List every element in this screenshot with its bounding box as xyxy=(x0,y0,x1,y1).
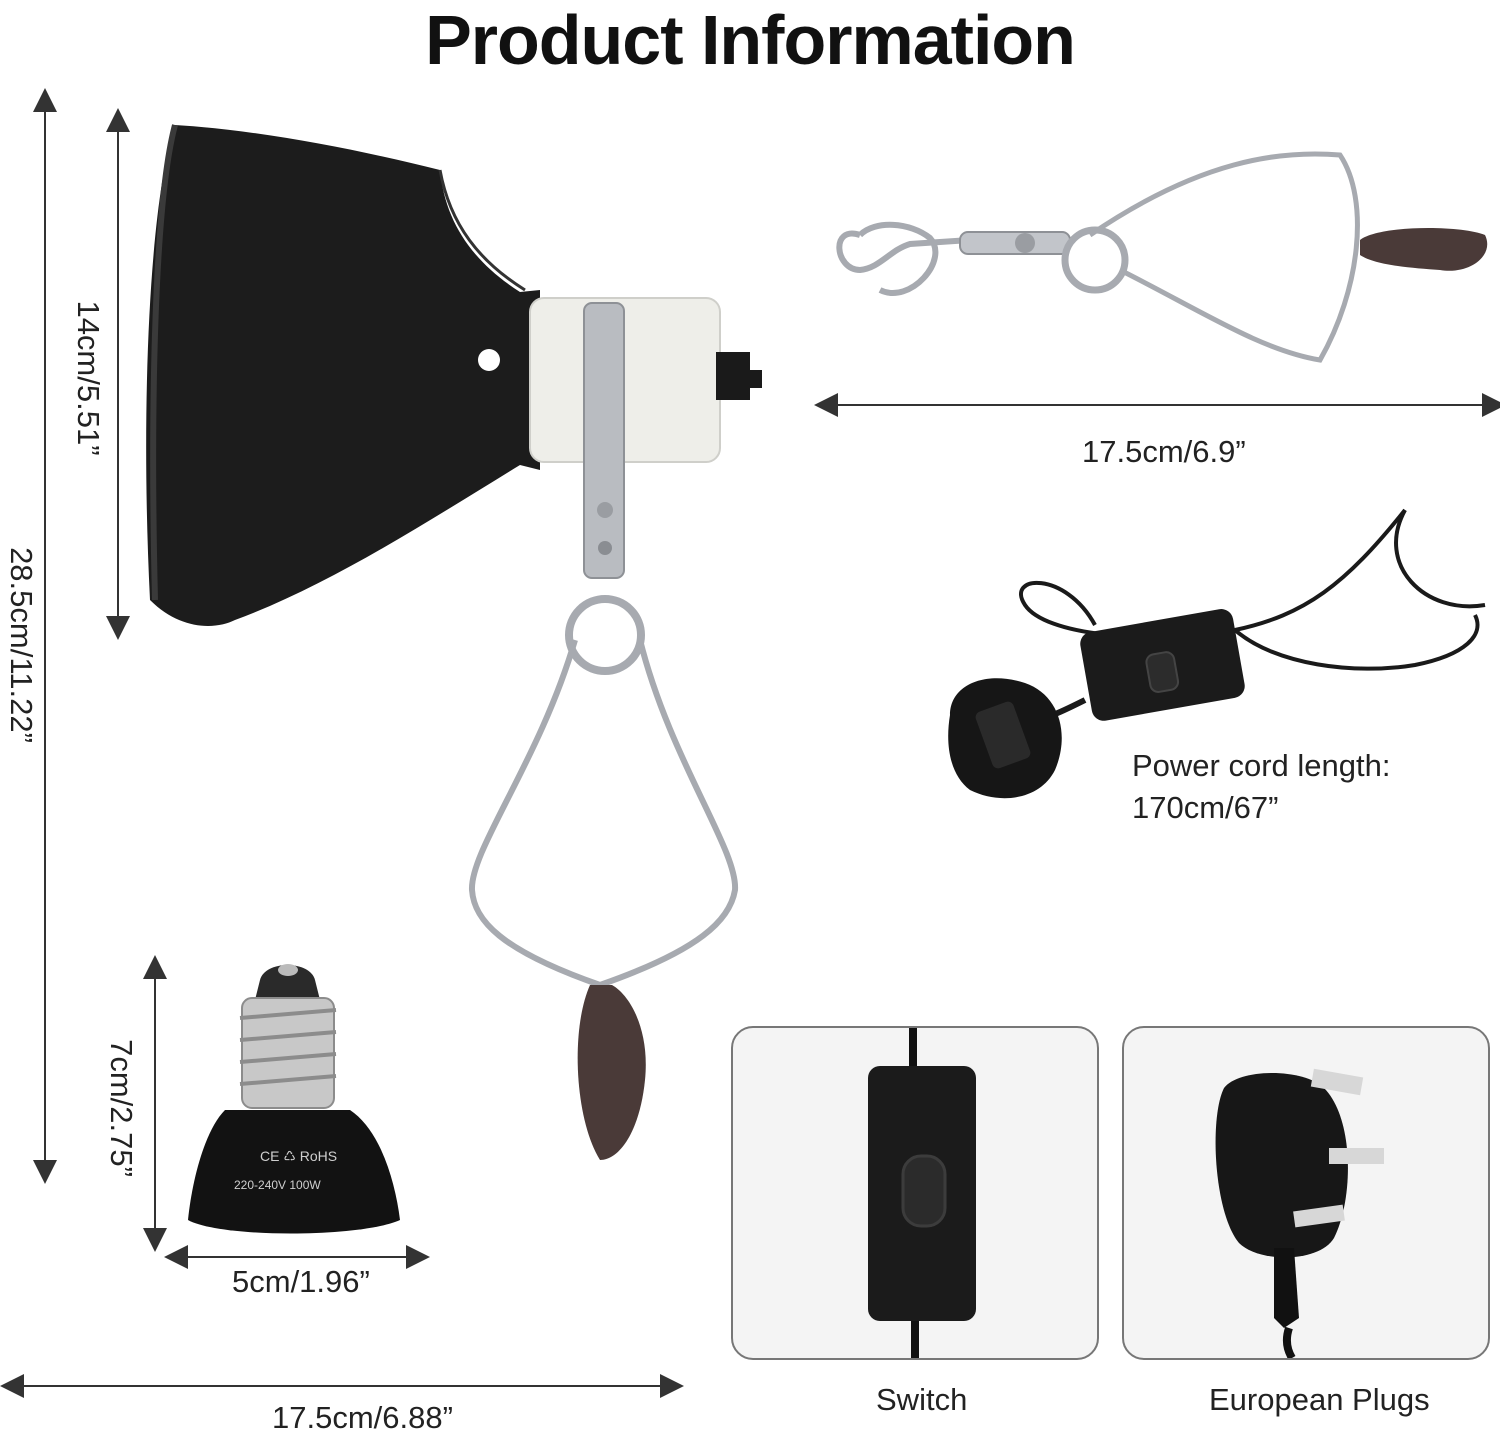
clamp-illustration xyxy=(836,151,1488,363)
power-cord-length-label: Power cord length: xyxy=(1132,748,1391,783)
bulb-width-label: 5cm/1.96” xyxy=(232,1264,370,1299)
bulb-body xyxy=(188,1110,400,1234)
power-cord-illustration xyxy=(948,508,1486,799)
metal-band xyxy=(583,302,625,579)
switch-panel xyxy=(731,1026,1099,1360)
page-title: Product Information xyxy=(425,1,1076,79)
clamp-grip xyxy=(577,985,646,1160)
lamp-shade xyxy=(146,125,540,626)
plug-label: European Plugs xyxy=(1209,1382,1430,1417)
bulb-rating: 220-240V 100W xyxy=(234,1178,321,1192)
power-cord-length-value: 170cm/67” xyxy=(1132,790,1279,825)
clamp-wire xyxy=(468,639,739,989)
bulb-certification-marks: CE ♺ RoHS xyxy=(260,1148,338,1164)
plug-illustration xyxy=(1215,1068,1384,1358)
vent-hole xyxy=(478,349,500,371)
switch-label: Switch xyxy=(876,1382,968,1417)
switch-illustration xyxy=(868,1028,976,1358)
clamp-width-label: 17.5cm/6.9” xyxy=(1082,434,1246,469)
total-width-label: 17.5cm/6.88” xyxy=(272,1400,453,1435)
lamp-illustration xyxy=(146,124,762,1160)
screw-base xyxy=(239,997,337,1109)
heat-bulb-illustration xyxy=(188,964,400,1234)
plug-panel xyxy=(1122,1026,1490,1360)
